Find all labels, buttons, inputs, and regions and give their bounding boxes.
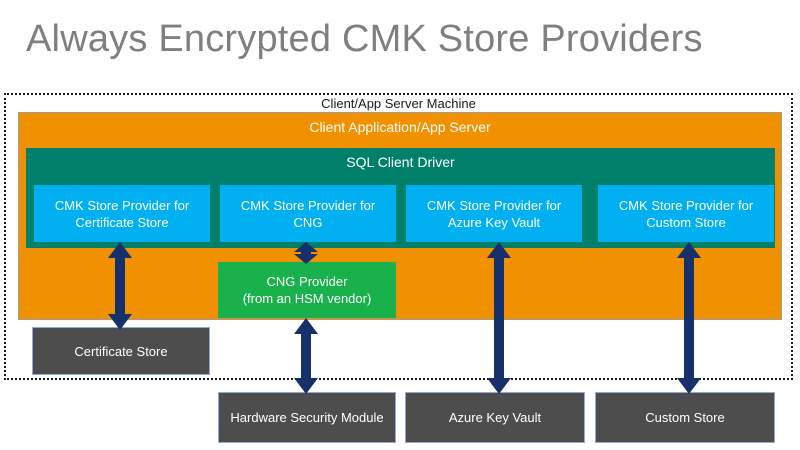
cng-provider-line-1: CNG Provider: [266, 274, 348, 289]
store-custom-store[interactable]: Custom Store: [595, 392, 775, 443]
client-app-server-machine-label: Client/App Server Machine: [321, 96, 476, 111]
store-certificate-store[interactable]: Certificate Store: [32, 327, 210, 375]
store-azure-key-vault[interactable]: Azure Key Vault: [405, 392, 585, 443]
client-application-app-server-label: Client Application/App Server: [309, 119, 491, 135]
cng-provider-box[interactable]: CNG Provider (from an HSM vendor): [218, 262, 396, 318]
cmk-store-provider-azure-key-vault[interactable]: CMK Store Provider for Azure Key Vault: [406, 185, 582, 242]
sql-client-driver-label: SQL Client Driver: [346, 154, 455, 170]
double-arrow-icon-cng-provider: [293, 242, 319, 264]
cmk-store-provider-custom-store[interactable]: CMK Store Provider for Custom Store: [598, 185, 774, 242]
double-arrow-icon-certificate-store: [107, 242, 133, 330]
double-arrow-icon-custom-store: [676, 242, 702, 394]
cmk-store-provider-cng[interactable]: CMK Store Provider for CNG: [220, 185, 396, 242]
cng-provider-line-2: (from an HSM vendor): [242, 291, 372, 306]
page-title: Always Encrypted CMK Store Providers: [26, 18, 703, 60]
double-arrow-icon-hardware-security-module: [293, 318, 319, 394]
client-app-server-machine-boundary: [4, 93, 793, 380]
store-hardware-security-module[interactable]: Hardware Security Module: [218, 392, 396, 443]
cmk-store-provider-certificate-store[interactable]: CMK Store Provider for Certificate Store: [34, 185, 210, 242]
double-arrow-icon-azure-key-vault: [486, 242, 512, 394]
